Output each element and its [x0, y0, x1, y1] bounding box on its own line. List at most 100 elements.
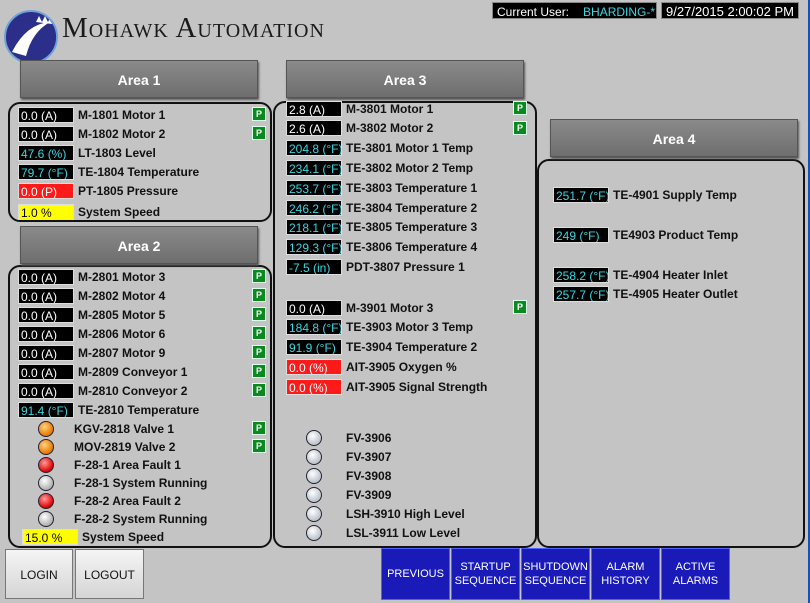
- startup-label-2: SEQUENCE: [454, 575, 517, 587]
- status-row: KGV-2818 Valve 1: [38, 420, 174, 437]
- faceplate-button[interactable]: P: [252, 288, 266, 302]
- tag-label: TE4903 Product Temp: [613, 227, 739, 242]
- tag-value: 91.4 (°F): [18, 401, 74, 418]
- status-indicator-icon[interactable]: [38, 456, 54, 473]
- status-label: FV-3908: [346, 468, 392, 483]
- status-indicator-icon[interactable]: [38, 474, 54, 491]
- tag-label: M-2810 Conveyor 2: [78, 383, 188, 398]
- faceplate-button[interactable]: P: [252, 345, 266, 359]
- status-row: FV-3906: [306, 429, 391, 446]
- status-indicator-icon[interactable]: [306, 448, 322, 465]
- tag-value: 0.0 (A): [18, 382, 74, 399]
- previous-button[interactable]: PREVIOUS: [381, 548, 450, 600]
- tag-label: TE-3804 Temperature 2: [346, 200, 478, 215]
- tag-label: LT-1803 Level: [78, 145, 156, 160]
- tag-label: TE-1804 Temperature: [78, 164, 200, 179]
- current-user-value: BHARDING-*: [583, 5, 656, 19]
- tag-label: M-2806 Motor 6: [78, 326, 166, 341]
- faceplate-button[interactable]: P: [252, 307, 266, 321]
- tag-row: 218.1 (°F)TE-3805 Temperature 3: [286, 219, 477, 236]
- area2-header[interactable]: Area 2: [20, 226, 258, 264]
- tag-label: TE-2810 Temperature: [78, 402, 200, 417]
- tag-label: M-3801 Motor 1: [346, 101, 434, 116]
- datetime-display: 9/27/2015 2:00:02 PM: [661, 2, 799, 19]
- status-label: FV-3909: [346, 487, 392, 502]
- status-row: F-28-1 Area Fault 1: [38, 456, 181, 473]
- tag-label: TE-4901 Supply Temp: [613, 187, 737, 202]
- tag-value: 251.7 (°F): [553, 186, 609, 203]
- tag-value: 0.0 (A): [18, 287, 74, 304]
- faceplate-button[interactable]: P: [513, 120, 527, 135]
- tag-row: 0.0 (A) M-2809 Conveyor 1: [18, 363, 187, 380]
- tag-row: 257.7 (°F) TE-4905 Heater Outlet: [553, 285, 738, 302]
- tag-row: 0.0 (%)AIT-3905 Oxygen %: [286, 358, 457, 375]
- status-indicator-icon[interactable]: [38, 420, 54, 437]
- active-alarms-label-1: ACTIVE: [675, 561, 716, 573]
- tag-value: 2.6 (A): [286, 120, 342, 137]
- status-label: F-28-2 Area Fault 2: [74, 493, 181, 508]
- status-label: LSL-3911 Low Level: [346, 525, 461, 540]
- faceplate-button[interactable]: P: [252, 326, 266, 340]
- tag-value: 257.7 (°F): [553, 285, 609, 302]
- tag-value: 1.0 %: [18, 203, 74, 220]
- area3-header[interactable]: Area 3: [286, 60, 524, 98]
- status-label: MOV-2819 Valve 2: [74, 439, 176, 454]
- tag-value: 246.2 (°F): [286, 199, 342, 216]
- tag-value: 0.0 (A): [18, 325, 74, 342]
- tag-row: 2.8 (A)M-3801 Motor 1: [286, 100, 433, 117]
- tag-row: 1.0 % System Speed: [18, 203, 160, 220]
- faceplate-button[interactable]: P: [252, 269, 266, 283]
- faceplate-button[interactable]: P: [252, 383, 266, 397]
- logout-button[interactable]: LOGOUT: [75, 549, 144, 599]
- status-indicator-icon[interactable]: [38, 510, 54, 527]
- faceplate-button[interactable]: P: [252, 439, 266, 453]
- system-speed-row: 15.0 %System Speed: [22, 528, 164, 545]
- alarm-history-label-2: HISTORY: [601, 575, 650, 587]
- tag-row: 0.0 (A)M-1801 Motor 1: [18, 106, 165, 123]
- status-row: F-28-1 System Running: [38, 474, 207, 491]
- status-indicator-icon[interactable]: [306, 486, 322, 503]
- tag-value: 234.1 (°F): [286, 159, 342, 176]
- status-indicator-icon[interactable]: [306, 524, 322, 541]
- tag-value: 79.7 (°F): [18, 163, 74, 180]
- tag-value: 258.2 (°F): [553, 266, 609, 283]
- tag-row: 0.0 (A) M-2806 Motor 6: [18, 325, 165, 342]
- area4-header[interactable]: Area 4: [550, 119, 798, 157]
- faceplate-button[interactable]: P: [252, 421, 266, 435]
- status-indicator-icon[interactable]: [38, 438, 54, 455]
- tag-value: 47.6 (%): [18, 144, 74, 161]
- tag-row: 0.0 (A)M-2802 Motor 4: [18, 287, 165, 304]
- previous-button-label: PREVIOUS: [387, 568, 444, 580]
- tag-label: TE-3806 Temperature 4: [346, 240, 478, 255]
- faceplate-button[interactable]: P: [252, 364, 266, 378]
- tag-row: 2.6 (A) M-3802 Motor 2: [286, 120, 433, 137]
- tag-label: M-2809 Conveyor 1: [78, 364, 188, 379]
- tag-label: TE-3903 Motor 3 Temp: [346, 320, 474, 335]
- status-row: FV-3907: [306, 448, 391, 465]
- tag-label: M-2801 Motor 3: [78, 269, 166, 284]
- tag-row: 184.8 (°F)TE-3903 Motor 3 Temp: [286, 319, 473, 336]
- tag-label: TE-4905 Heater Outlet: [613, 286, 738, 301]
- faceplate-button[interactable]: P: [252, 126, 266, 140]
- login-button[interactable]: LOGIN: [5, 549, 73, 599]
- status-indicator-icon[interactable]: [306, 429, 322, 446]
- status-indicator-icon[interactable]: [38, 492, 54, 509]
- tag-label: System Speed: [78, 204, 161, 219]
- status-indicator-icon[interactable]: [306, 505, 322, 522]
- faceplate-button[interactable]: P: [513, 300, 527, 314]
- faceplate-button[interactable]: P: [252, 107, 266, 121]
- tag-row: 79.7 (°F) TE-1804 Temperature: [18, 163, 199, 180]
- area1-header[interactable]: Area 1: [20, 60, 258, 98]
- status-label: F-28-1 System Running: [74, 475, 208, 490]
- tag-value: 0.0 (A): [18, 363, 74, 380]
- tag-label: M-3802 Motor 2: [346, 121, 434, 136]
- faceplate-button[interactable]: P: [513, 101, 527, 115]
- tag-label: TE-3803 Temperature 1: [346, 180, 478, 195]
- status-indicator-icon[interactable]: [306, 467, 322, 484]
- company-logo: [4, 10, 58, 64]
- tag-row: 129.3 (°F)TE-3806 Temperature 4: [286, 239, 477, 256]
